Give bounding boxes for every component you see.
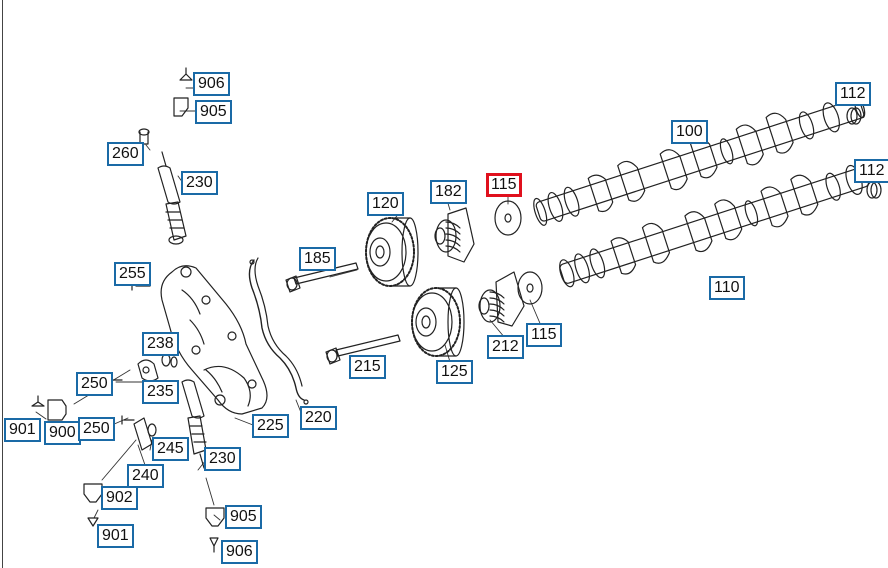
plug-906-bottom <box>209 537 219 553</box>
callout-905-bottom[interactable]: 905 <box>225 505 262 529</box>
callout-901-bottom[interactable]: 901 <box>97 524 134 548</box>
camshaft-intake <box>533 97 866 226</box>
callout-112-lower[interactable]: 112 <box>854 159 888 183</box>
callout-250-lower[interactable]: 250 <box>78 417 115 441</box>
plug-901-bottom <box>87 517 99 527</box>
connector-902 <box>83 483 103 503</box>
callout-110[interactable]: 110 <box>709 276 745 300</box>
timing-housing <box>160 265 268 415</box>
sensor-235 <box>137 359 159 382</box>
trigger-wheel-lower <box>478 271 525 327</box>
solenoid-upper <box>157 151 187 245</box>
callout-906-top[interactable]: 906 <box>193 72 230 96</box>
washer-lower <box>517 271 543 305</box>
connector-905-bottom <box>205 507 225 527</box>
callout-115-upper[interactable]: 115 <box>486 173 522 197</box>
connector-900 <box>47 399 67 421</box>
callout-230-lower[interactable]: 230 <box>204 447 241 471</box>
screw-260 <box>138 128 150 145</box>
camshaft-exhaust <box>559 164 870 288</box>
callout-906-bottom[interactable]: 906 <box>221 540 258 564</box>
plug-906-top <box>179 67 193 81</box>
bolt-215 <box>325 334 401 365</box>
callout-260[interactable]: 260 <box>107 142 144 166</box>
callout-902[interactable]: 902 <box>101 486 138 510</box>
callout-185[interactable]: 185 <box>299 247 336 271</box>
callout-120[interactable]: 120 <box>367 192 404 216</box>
camshaft-adjuster-upper <box>365 217 419 287</box>
callout-238[interactable]: 238 <box>142 332 179 356</box>
callout-905-top[interactable]: 905 <box>195 100 232 124</box>
camshaft-cap-upper <box>846 107 862 125</box>
washer-upper <box>494 200 522 236</box>
callout-250-upper[interactable]: 250 <box>76 372 113 396</box>
plug-901-left <box>31 395 45 407</box>
callout-900[interactable]: 900 <box>44 421 81 445</box>
callout-245[interactable]: 245 <box>152 437 189 461</box>
callout-100[interactable]: 100 <box>671 120 708 144</box>
screw-250-lower <box>121 415 135 425</box>
callout-115-lower[interactable]: 115 <box>526 323 562 347</box>
camshaft-cap-lower <box>866 181 882 199</box>
callout-240[interactable]: 240 <box>127 464 164 488</box>
callout-255[interactable]: 255 <box>114 262 151 286</box>
callout-235[interactable]: 235 <box>142 380 179 404</box>
callout-182[interactable]: 182 <box>430 180 467 204</box>
callout-225[interactable]: 225 <box>252 414 289 438</box>
frame-border <box>2 0 3 568</box>
connector-905-top <box>173 97 189 117</box>
callout-901-left[interactable]: 901 <box>4 418 41 442</box>
callout-125[interactable]: 125 <box>436 360 473 384</box>
callout-215[interactable]: 215 <box>349 355 386 379</box>
callout-230-upper[interactable]: 230 <box>181 171 218 195</box>
gasket-220 <box>248 257 309 405</box>
camshaft-adjuster-lower <box>411 287 465 357</box>
callout-220[interactable]: 220 <box>300 406 337 430</box>
callout-212[interactable]: 212 <box>487 335 524 359</box>
callout-112-upper[interactable]: 112 <box>835 82 871 106</box>
trigger-wheel-upper <box>434 207 475 263</box>
